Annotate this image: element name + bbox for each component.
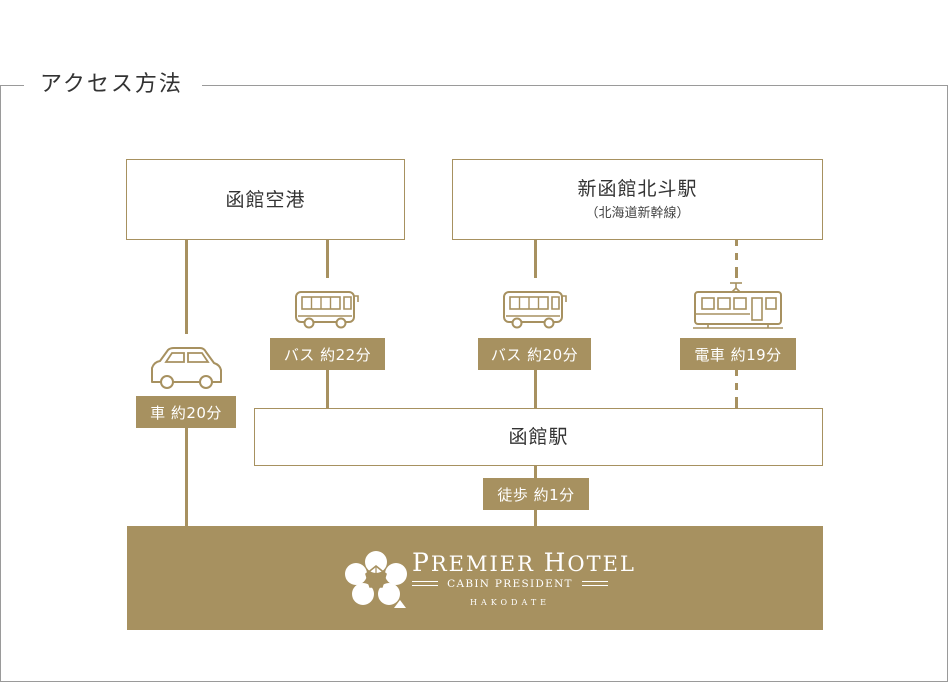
hotel-subtitle: CABIN PRESIDENT bbox=[447, 578, 573, 590]
train-time-badge: 電車 約19分 bbox=[680, 338, 796, 370]
airport-box: 函館空港 bbox=[126, 159, 405, 240]
airport-bus-time-badge: バス 約22分 bbox=[270, 338, 385, 370]
train-icon bbox=[693, 282, 783, 329]
rail-tie bbox=[735, 376, 738, 383]
train-route-line-lower bbox=[735, 368, 738, 410]
airport-bus-line-lower bbox=[326, 368, 329, 410]
hotel-name-otel: OTEL bbox=[567, 552, 636, 576]
car-time-badge: 車 約20分 bbox=[136, 396, 236, 428]
car-route-line-lower bbox=[185, 428, 188, 526]
airport-label: 函館空港 bbox=[225, 188, 306, 211]
shin-bus-line bbox=[534, 238, 537, 278]
bus-icon bbox=[503, 291, 567, 329]
shin-hakodate-box: 新函館北斗駅 （北海道新幹線） bbox=[452, 159, 823, 240]
hotel-name: PREMIER HOTEL bbox=[412, 548, 636, 577]
hotel-name-p: P bbox=[412, 548, 431, 577]
rail-tie bbox=[735, 390, 738, 397]
car-icon bbox=[151, 347, 222, 389]
hakodate-station-label: 函館駅 bbox=[508, 426, 569, 448]
hotel-name-h: H bbox=[543, 548, 568, 577]
bus-icon bbox=[295, 291, 359, 329]
walk-time-badge: 徒歩 約1分 bbox=[483, 478, 589, 510]
section-frame bbox=[0, 85, 948, 682]
hotel-city: HAKODATE bbox=[469, 598, 550, 607]
hotel-rule bbox=[582, 585, 608, 586]
shin-bus-time-badge: バス 約20分 bbox=[478, 338, 591, 370]
shin-bus-line-lower bbox=[534, 368, 537, 410]
hakodate-station-box: 函館駅 bbox=[254, 408, 823, 466]
hotel-name-remier: REMIER bbox=[430, 552, 535, 576]
frame-top-left-rule bbox=[0, 85, 24, 86]
airport-bus-line bbox=[326, 238, 329, 278]
hotel-rule bbox=[582, 581, 608, 582]
hotel-logo-icon bbox=[345, 551, 407, 608]
rail-tie bbox=[735, 260, 738, 267]
shin-hakodate-label: 新函館北斗駅 bbox=[577, 177, 698, 200]
car-route-line bbox=[185, 238, 188, 334]
hotel-subtitle-wrap: CABIN PRESIDENT bbox=[412, 576, 608, 592]
shin-hakodate-sublabel: （北海道新幹線） bbox=[585, 205, 690, 221]
section-title: アクセス方法 bbox=[40, 72, 183, 97]
rail-tie bbox=[735, 246, 738, 253]
train-route-line bbox=[735, 238, 738, 278]
hotel-rule bbox=[412, 585, 438, 586]
hotel-rule bbox=[412, 581, 438, 582]
hotel-banner: PREMIER HOTEL CABIN PRESIDENT HAKODATE bbox=[127, 526, 823, 630]
frame-top-right-rule bbox=[202, 85, 948, 86]
